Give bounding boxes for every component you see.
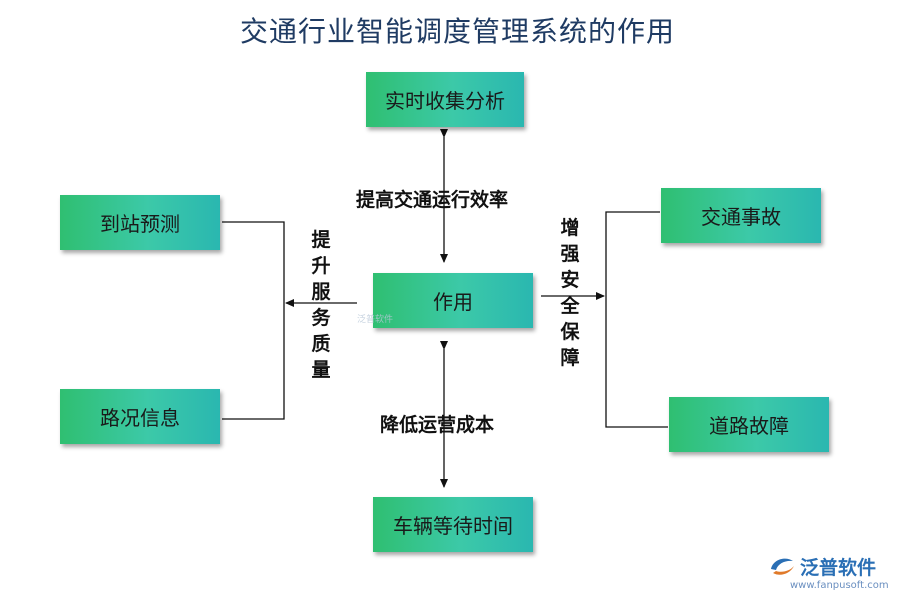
- logo-url: www.fanpusoft.com: [790, 580, 889, 591]
- label-safety: 增 强 安 全 保 障: [557, 215, 583, 371]
- label-char: 提: [311, 229, 331, 251]
- fanpu-logo-icon: [771, 558, 794, 575]
- watermark: 泛普软件: [357, 315, 394, 325]
- label-char: 障: [560, 347, 580, 369]
- left-bracket: [222, 221, 285, 420]
- logo-text: 泛普软件: [800, 557, 877, 579]
- label-char: 增: [560, 217, 580, 239]
- node-arrival-prediction: 到站预测: [60, 195, 220, 250]
- node-traffic-accident: 交通事故: [661, 188, 821, 243]
- node-realtime-analysis: 实时收集分析: [366, 72, 524, 127]
- node-center: 作用: [373, 273, 533, 328]
- node-road-condition: 路况信息: [60, 389, 220, 444]
- label-char: 全: [560, 295, 580, 317]
- label-char: 升: [311, 255, 331, 277]
- label-char: 量: [311, 359, 331, 381]
- node-waiting-time: 车辆等待时间: [373, 497, 533, 552]
- label-service-quality: 提 升 服 务 质 量: [308, 227, 334, 383]
- brand-logo: 泛普软件: [768, 553, 876, 580]
- right-bracket: [605, 211, 668, 428]
- label-efficiency: 提高交通运行效率: [356, 189, 509, 211]
- label-char: 质: [311, 333, 331, 355]
- label-char: 务: [311, 307, 331, 329]
- label-char: 服: [311, 281, 331, 303]
- page-title: 交通行业智能调度管理系统的作用: [239, 15, 675, 48]
- label-cost: 降低运营成本: [380, 414, 495, 436]
- node-road-fault: 道路故障: [669, 397, 829, 452]
- label-char: 强: [560, 243, 580, 265]
- label-char: 安: [560, 269, 580, 291]
- label-char: 保: [560, 321, 580, 343]
